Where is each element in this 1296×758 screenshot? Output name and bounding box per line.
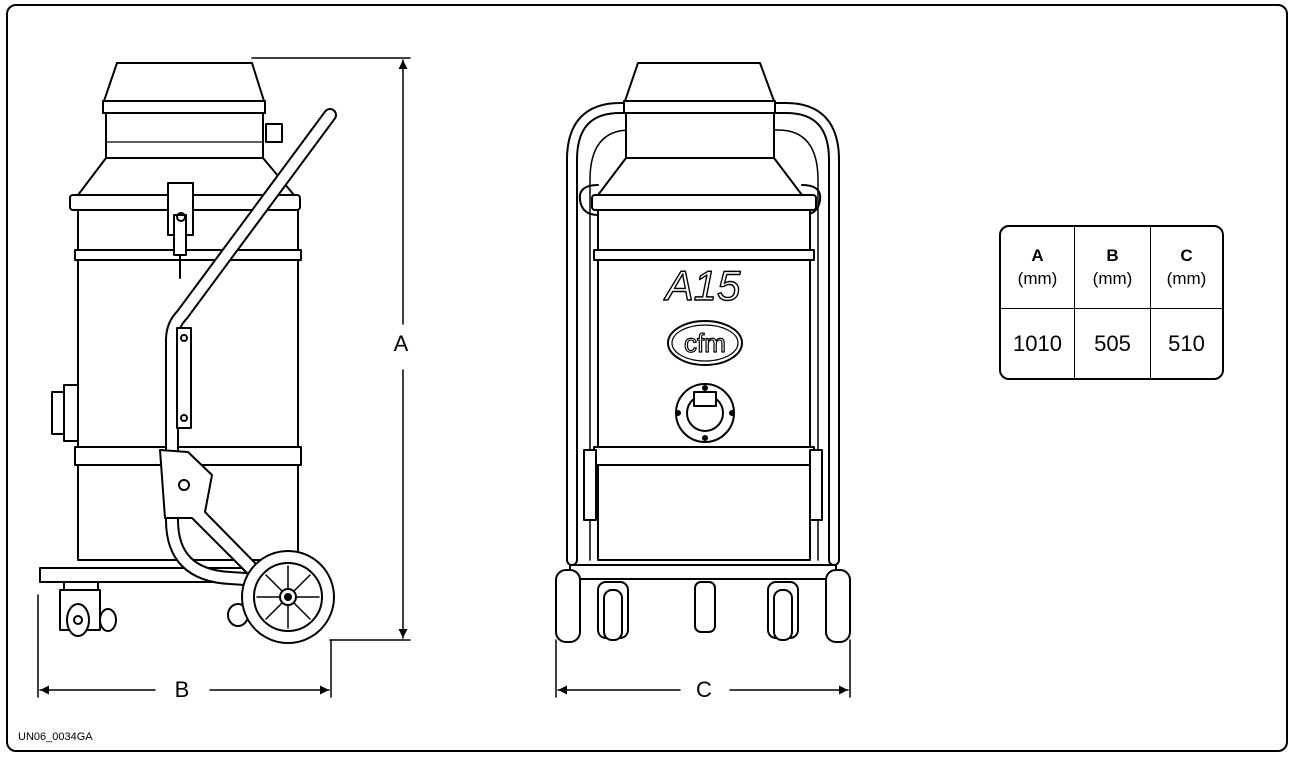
header-unit: (mm): [1166, 268, 1207, 288]
table-header-cell: C (mm): [1151, 227, 1222, 309]
table-value-cell: 1010: [1001, 309, 1075, 378]
header-letter: A: [1031, 245, 1044, 265]
header-unit: (mm): [1017, 268, 1058, 288]
table-value-cell: 510: [1168, 330, 1205, 356]
model-badge: A15: [663, 262, 741, 309]
brand-logo: cfm: [684, 328, 726, 358]
dimensions-table: A (mm) B (mm) C (mm) 1010 505 510: [999, 225, 1224, 380]
table-header-cell: B (mm): [1075, 227, 1151, 309]
side-view: [39, 62, 337, 644]
dimension-b: [37, 594, 332, 698]
dimension-c-label: C: [696, 677, 712, 702]
table-value-cell: 505: [1075, 309, 1151, 378]
figure-code: UN06_0034GA: [18, 731, 93, 743]
dimension-c: [555, 639, 851, 698]
drawing-frame: [6, 4, 1288, 752]
table-header-cell: A (mm): [1001, 227, 1075, 309]
dimension-a-label: A: [394, 331, 409, 356]
front-view: [555, 62, 851, 643]
dimension-b-label: B: [175, 677, 190, 702]
header-unit: (mm): [1092, 268, 1133, 288]
header-letter: B: [1106, 245, 1119, 265]
header-letter: C: [1180, 245, 1193, 265]
dimension-a: [251, 57, 411, 641]
